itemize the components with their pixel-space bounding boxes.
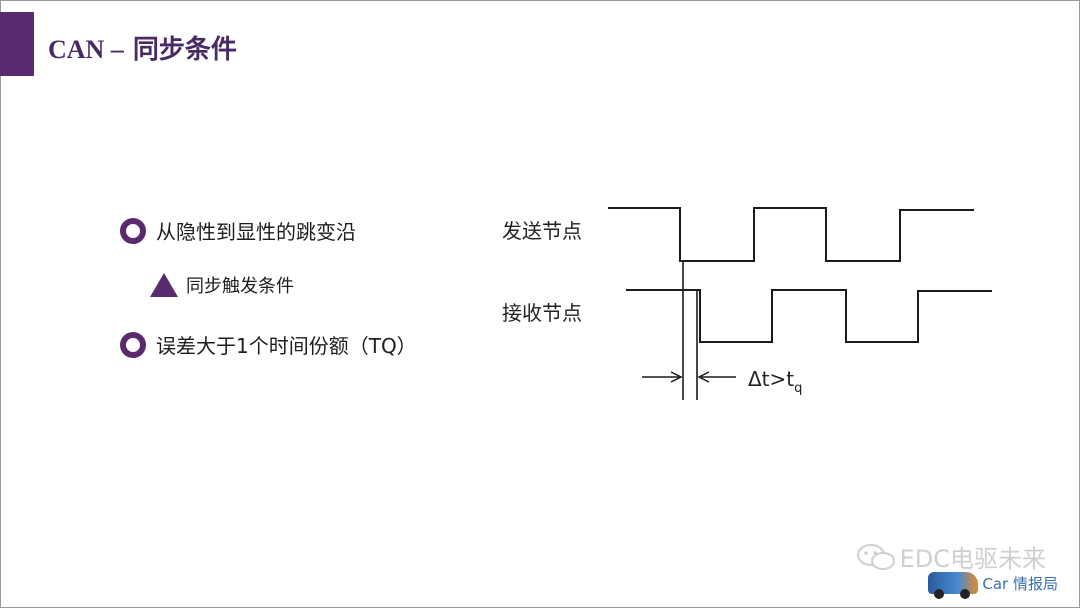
timing-diagram: 发送节点 接收节点 Δt>tq xyxy=(502,207,992,400)
send-node-label: 发送节点 xyxy=(502,219,582,243)
slide-title-text: 同步条件 xyxy=(123,35,237,65)
car-logo-text: Car 情报局 xyxy=(982,574,1058,593)
delta-arrow-left-head xyxy=(670,371,683,383)
subbullet-text: 同步触发条件 xyxy=(186,276,294,297)
circle-bullet-icon xyxy=(120,217,146,244)
circle-bullet-icon xyxy=(120,331,146,358)
bullet-item-error-tq: 误差大于1个时间份额（TQ） xyxy=(120,330,417,359)
car-logo-icon xyxy=(928,572,979,599)
bullet-text: 从隐性到显性的跳变沿 xyxy=(156,220,356,244)
title-accent-bar xyxy=(0,12,34,76)
delta-t-label: Δt>tq xyxy=(748,367,802,396)
watermark: EDC电驱未来 xyxy=(856,539,1046,574)
bullet-text: 误差大于1个时间份额（TQ） xyxy=(156,334,417,358)
delta-t-text: Δt>t xyxy=(748,367,794,391)
car-logo: Car 情报局 xyxy=(928,572,1058,599)
recv-node-label: 接收节点 xyxy=(502,301,582,325)
slide-title-prefix: CAN – xyxy=(48,35,124,64)
delta-arrow-right-head xyxy=(697,371,710,383)
bullet-item-transition-edge: 从隐性到显性的跳变沿 xyxy=(120,216,356,245)
bullet-subitem-sync-trigger: 同步触发条件 xyxy=(150,272,294,298)
delta-t-subscript: q xyxy=(794,381,802,396)
wechat-icon xyxy=(856,543,895,570)
slide-title: CAN – 同步条件 xyxy=(48,30,237,70)
watermark-text: EDC电驱未来 xyxy=(899,545,1046,573)
recv-node-waveform xyxy=(626,289,992,343)
send-node-waveform xyxy=(608,207,974,262)
triangle-bullet-icon xyxy=(150,273,178,297)
